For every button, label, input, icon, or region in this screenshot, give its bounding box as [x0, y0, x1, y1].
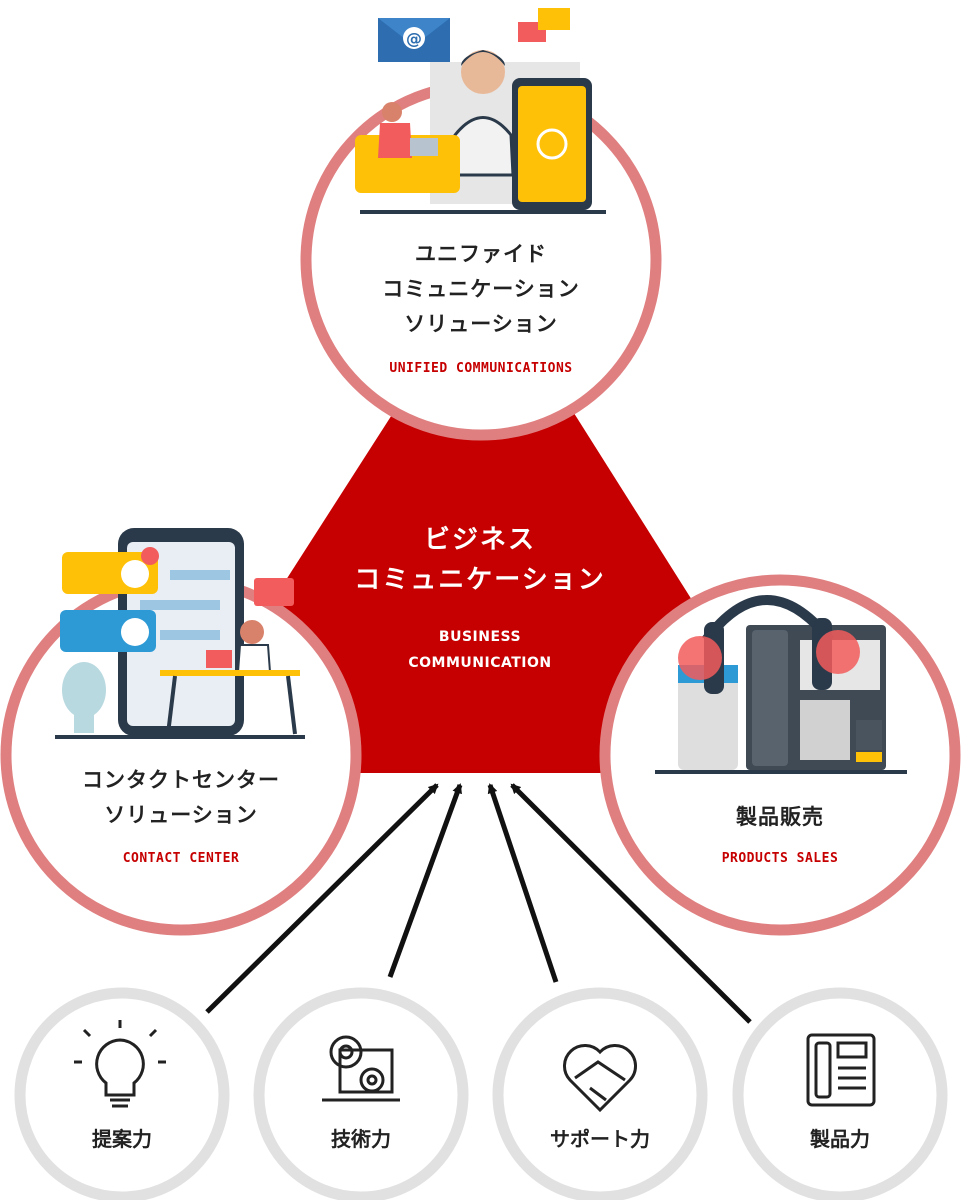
arrow-product: [510, 783, 752, 1024]
arrow-proposal: [205, 783, 439, 1014]
skill-circle-technical: [253, 987, 469, 1200]
lightbulb-icon: [74, 1020, 166, 1108]
contact-title-line: ソリューション: [104, 803, 258, 827]
skill-label: サポート力: [550, 1127, 650, 1151]
gears-laptop-icon: [322, 1035, 400, 1102]
products-subtitle: PRODUCTS SALES: [721, 851, 839, 866]
contact-title-line: コンタクトセンター: [82, 768, 280, 792]
phone-reviews-woman-at-desk-icon: [55, 528, 305, 739]
skill-label: 技術力: [331, 1127, 391, 1151]
unified-title: ユニファイド コミュニケーション ソリューション: [331, 237, 631, 342]
desk-phone-icon: [806, 1033, 876, 1107]
arrow-support: [487, 783, 559, 983]
center-subtitle-line: COMMUNICATION: [408, 655, 552, 671]
contact-subtitle: CONTACT CENTER: [122, 851, 240, 866]
center-subtitle-line: BUSINESS: [438, 629, 522, 645]
svg-text:@: @: [406, 29, 422, 48]
center-title-line: コミュニケーション: [354, 565, 606, 595]
center-subtitle: BUSINESS COMMUNICATION: [330, 624, 630, 676]
unified-communications-node: @: [300, 8, 662, 441]
unified-title-line: ソリューション: [404, 312, 558, 336]
desk-phone-with-headset-icon: [655, 595, 907, 774]
center-title: ビジネス コミュニケーション: [330, 520, 630, 600]
center-shape: [268, 410, 697, 773]
skill-label: 提案力: [92, 1127, 152, 1151]
contact-center-node: [0, 528, 362, 936]
contact-title: コンタクトセンター ソリューション: [31, 763, 331, 833]
unified-title-line: コミュニケーション: [382, 277, 580, 301]
unified-subtitle: UNIFIED COMMUNICATIONS: [389, 361, 573, 376]
products-title-line: 製品販売: [736, 805, 824, 829]
skill-label: 製品力: [810, 1127, 870, 1151]
heart-handshake-icon: [563, 1044, 637, 1113]
products-title: 製品販売: [630, 800, 930, 835]
unified-title-line: ユニファイド: [415, 242, 547, 266]
skill-circle-product: [732, 987, 948, 1200]
person-with-headset-phone-email-icon: @: [355, 8, 606, 214]
center-title-line: ビジネス: [423, 525, 536, 555]
products-sales-node: [599, 574, 961, 936]
arrow-technical: [387, 783, 463, 978]
